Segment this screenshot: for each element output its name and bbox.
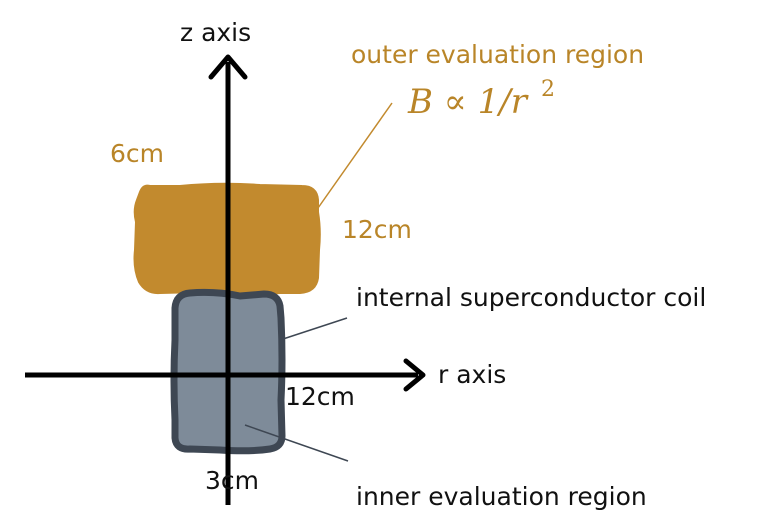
outer-region-leader-line	[317, 102, 393, 209]
r-axis-arrowhead	[403, 358, 426, 392]
inner-region-width-label: 3cm	[205, 466, 259, 495]
outer-region-height-label: 12cm	[342, 215, 412, 244]
coil-leader-line	[279, 317, 348, 341]
coil-label: internal superconductor coil	[356, 283, 706, 312]
inner-region-height-label: 12cm	[285, 382, 355, 411]
outer-region-title: outer evaluation region	[351, 40, 644, 69]
z-axis-arrowhead	[208, 54, 248, 80]
outer-region-formula: B ∝ 1/r	[407, 82, 529, 122]
r-axis-label: r axis	[438, 360, 506, 389]
outer-region-width-label: 6cm	[110, 139, 164, 168]
inner-region-leader-line	[244, 424, 349, 462]
inner-region-label: inner evaluation region	[356, 482, 647, 511]
outer-region-formula-exponent: 2	[541, 77, 555, 102]
z-axis-label: z axis	[180, 18, 251, 47]
